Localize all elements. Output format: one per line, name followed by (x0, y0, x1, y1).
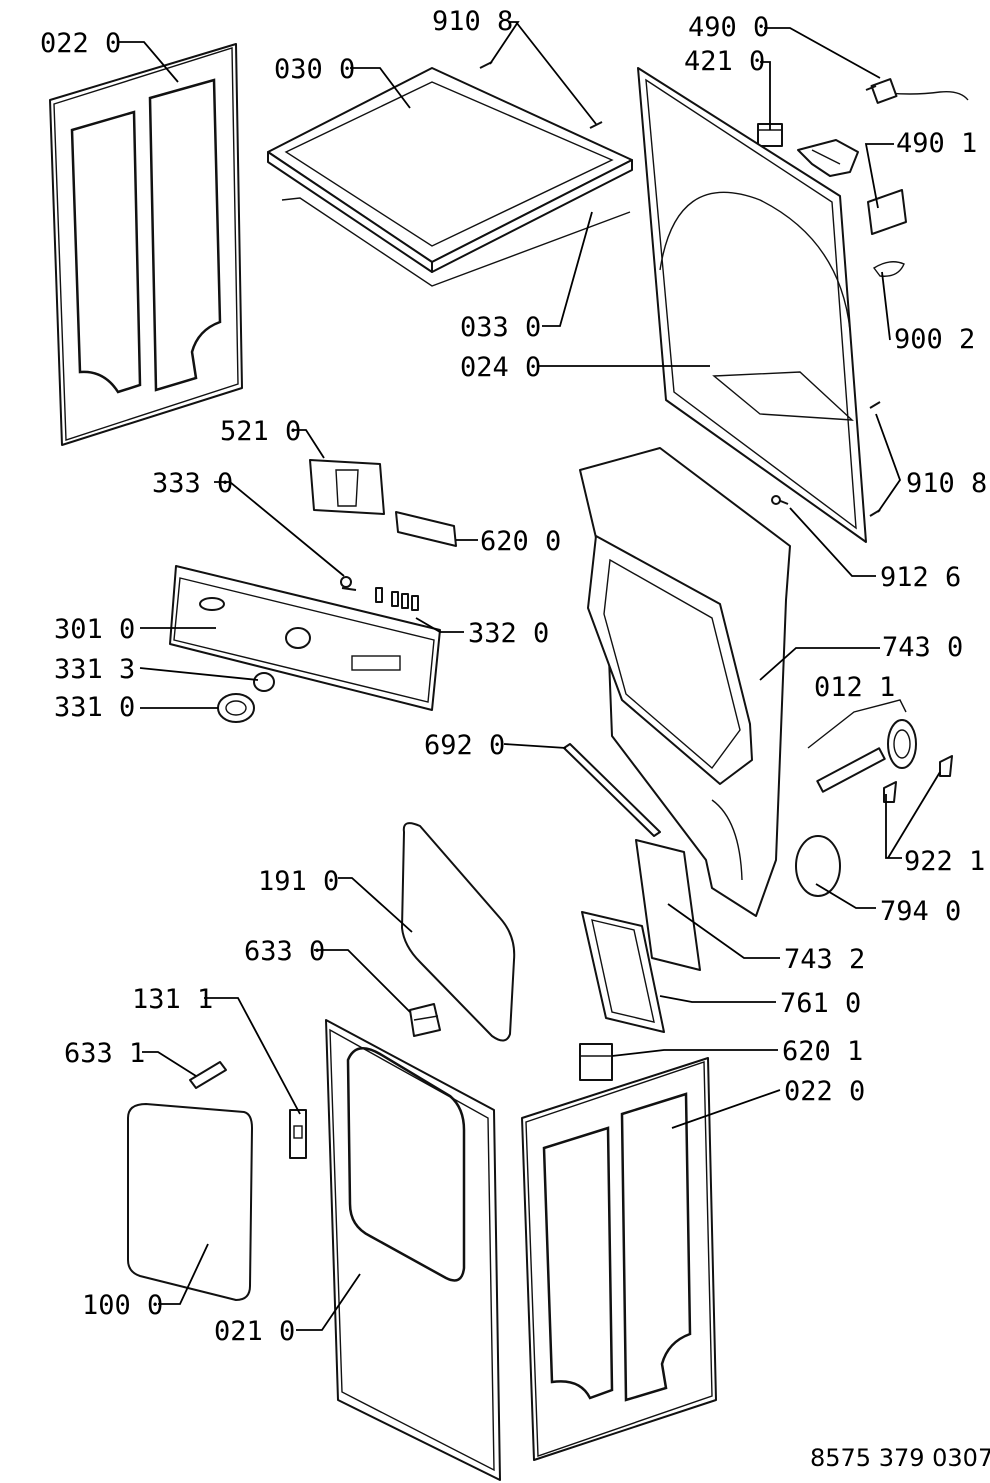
label-922-1: 922 1 (904, 846, 985, 877)
label-301-0: 301 0 (54, 614, 135, 645)
label-490-1: 490 1 (896, 128, 977, 159)
buttons-332 (375, 587, 419, 611)
door-catch (409, 1003, 441, 1037)
label-743-0: 743 0 (882, 632, 963, 663)
part-333 (340, 576, 357, 591)
filter-drawer (581, 911, 665, 1033)
side-panel-left (49, 43, 243, 446)
front-panel (325, 1019, 501, 1481)
side-panel-right (521, 1057, 717, 1461)
rear-panel (637, 67, 867, 543)
label-331-0: 331 0 (54, 692, 135, 723)
bearing-housing (579, 447, 791, 917)
cable-clamp-490-1 (797, 139, 859, 177)
label-620-1: 620 1 (782, 1036, 863, 1067)
label-743-2: 743 2 (784, 944, 865, 975)
label-633-0: 633 0 (244, 936, 325, 967)
switch-131 (289, 1109, 307, 1159)
relay-620-1 (579, 1043, 613, 1081)
label-912-6: 912 6 (880, 562, 961, 593)
rod-692 (563, 743, 661, 837)
knob-insert (253, 672, 275, 692)
drum-shaft-pulley (807, 699, 953, 803)
small-plate (867, 189, 907, 235)
label-331-3: 331 3 (54, 654, 135, 685)
label-030-0: 030 0 (274, 54, 355, 85)
label-633-1: 633 1 (64, 1038, 145, 1069)
document-number: 8575 379 03070 (810, 1444, 990, 1472)
label-692-0: 692 0 (424, 730, 505, 761)
knob (217, 693, 255, 723)
hinge-pin (189, 1061, 227, 1089)
door-seal (401, 822, 516, 1042)
control-panel (169, 565, 441, 711)
label-910-8-right: 910 8 (906, 468, 987, 499)
label-910-8-top: 910 8 (432, 6, 513, 37)
label-191-0: 191 0 (258, 866, 339, 897)
label-900-2: 900 2 (894, 324, 975, 355)
label-021-0: 021 0 (214, 1316, 295, 1347)
label-620-0: 620 0 (480, 526, 561, 557)
label-033-0: 033 0 (460, 312, 541, 343)
label-490-0: 490 0 (688, 12, 769, 43)
door (127, 1103, 253, 1301)
label-022-0-top: 022 0 (40, 28, 121, 59)
filter-block-421 (757, 123, 783, 147)
screw-912-6 (771, 495, 789, 505)
label-521-0: 521 0 (220, 416, 301, 447)
label-333-0: 333 0 (152, 468, 233, 499)
label-022-0-bottom: 022 0 (784, 1076, 865, 1107)
label-794-0: 794 0 (880, 896, 961, 927)
leader-lines (118, 21, 941, 1331)
label-100-0: 100 0 (82, 1290, 163, 1321)
board-620-0 (395, 511, 457, 547)
top-lid (267, 67, 633, 287)
clip-900-2 (872, 261, 905, 277)
part-labels: 022 0 030 0 910 8 490 0 421 0 490 1 033 … (40, 6, 990, 1472)
label-332-0: 332 0 (468, 618, 549, 649)
label-761-0: 761 0 (780, 988, 861, 1019)
label-131-1: 131 1 (132, 984, 213, 1015)
label-024-0: 024 0 (460, 352, 541, 383)
label-421-0: 421 0 (684, 46, 765, 77)
label-012-1: 012 1 (814, 672, 895, 703)
power-cord (865, 78, 969, 104)
bracket-521 (309, 459, 385, 515)
drive-belt (795, 835, 841, 897)
